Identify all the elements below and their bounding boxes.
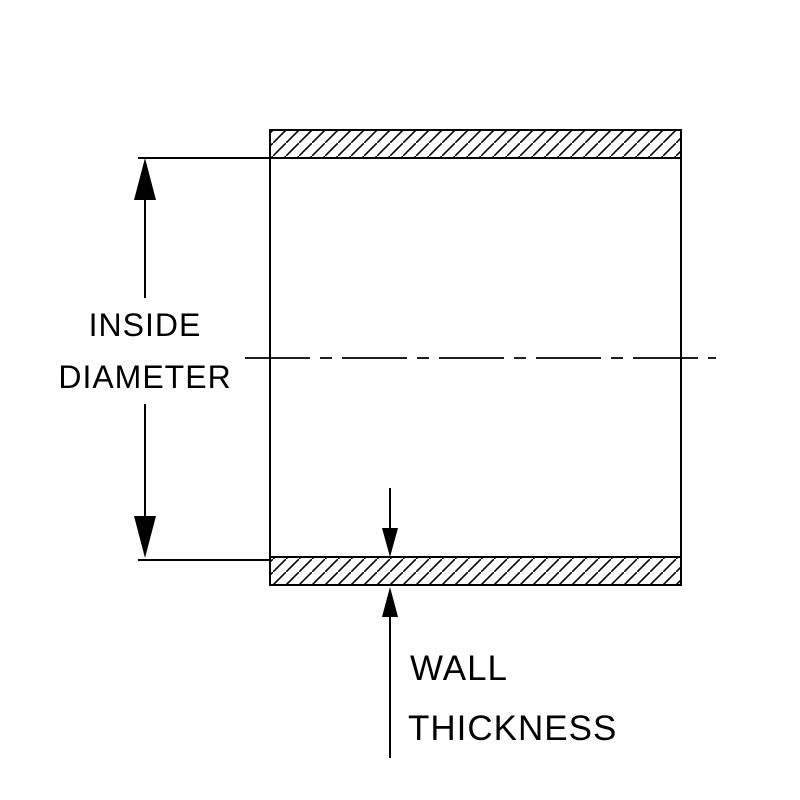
arrowhead-down-small-icon [382,528,398,557]
wall-thickness-label-line1: WALL [410,649,508,688]
wall-thickness-label-line2: THICKNESS [408,709,617,748]
bottom-wall-hatch [269,556,682,586]
arrowhead-up-icon [134,158,156,200]
inside-diameter-label-line2: DIAMETER [58,359,231,395]
drawing-linework [134,129,716,758]
arrowhead-down-icon [134,516,156,558]
top-wall-hatch [269,129,682,159]
arrowhead-up-small-icon [382,587,398,617]
inside-diameter-label-line1: INSIDE [89,307,202,343]
